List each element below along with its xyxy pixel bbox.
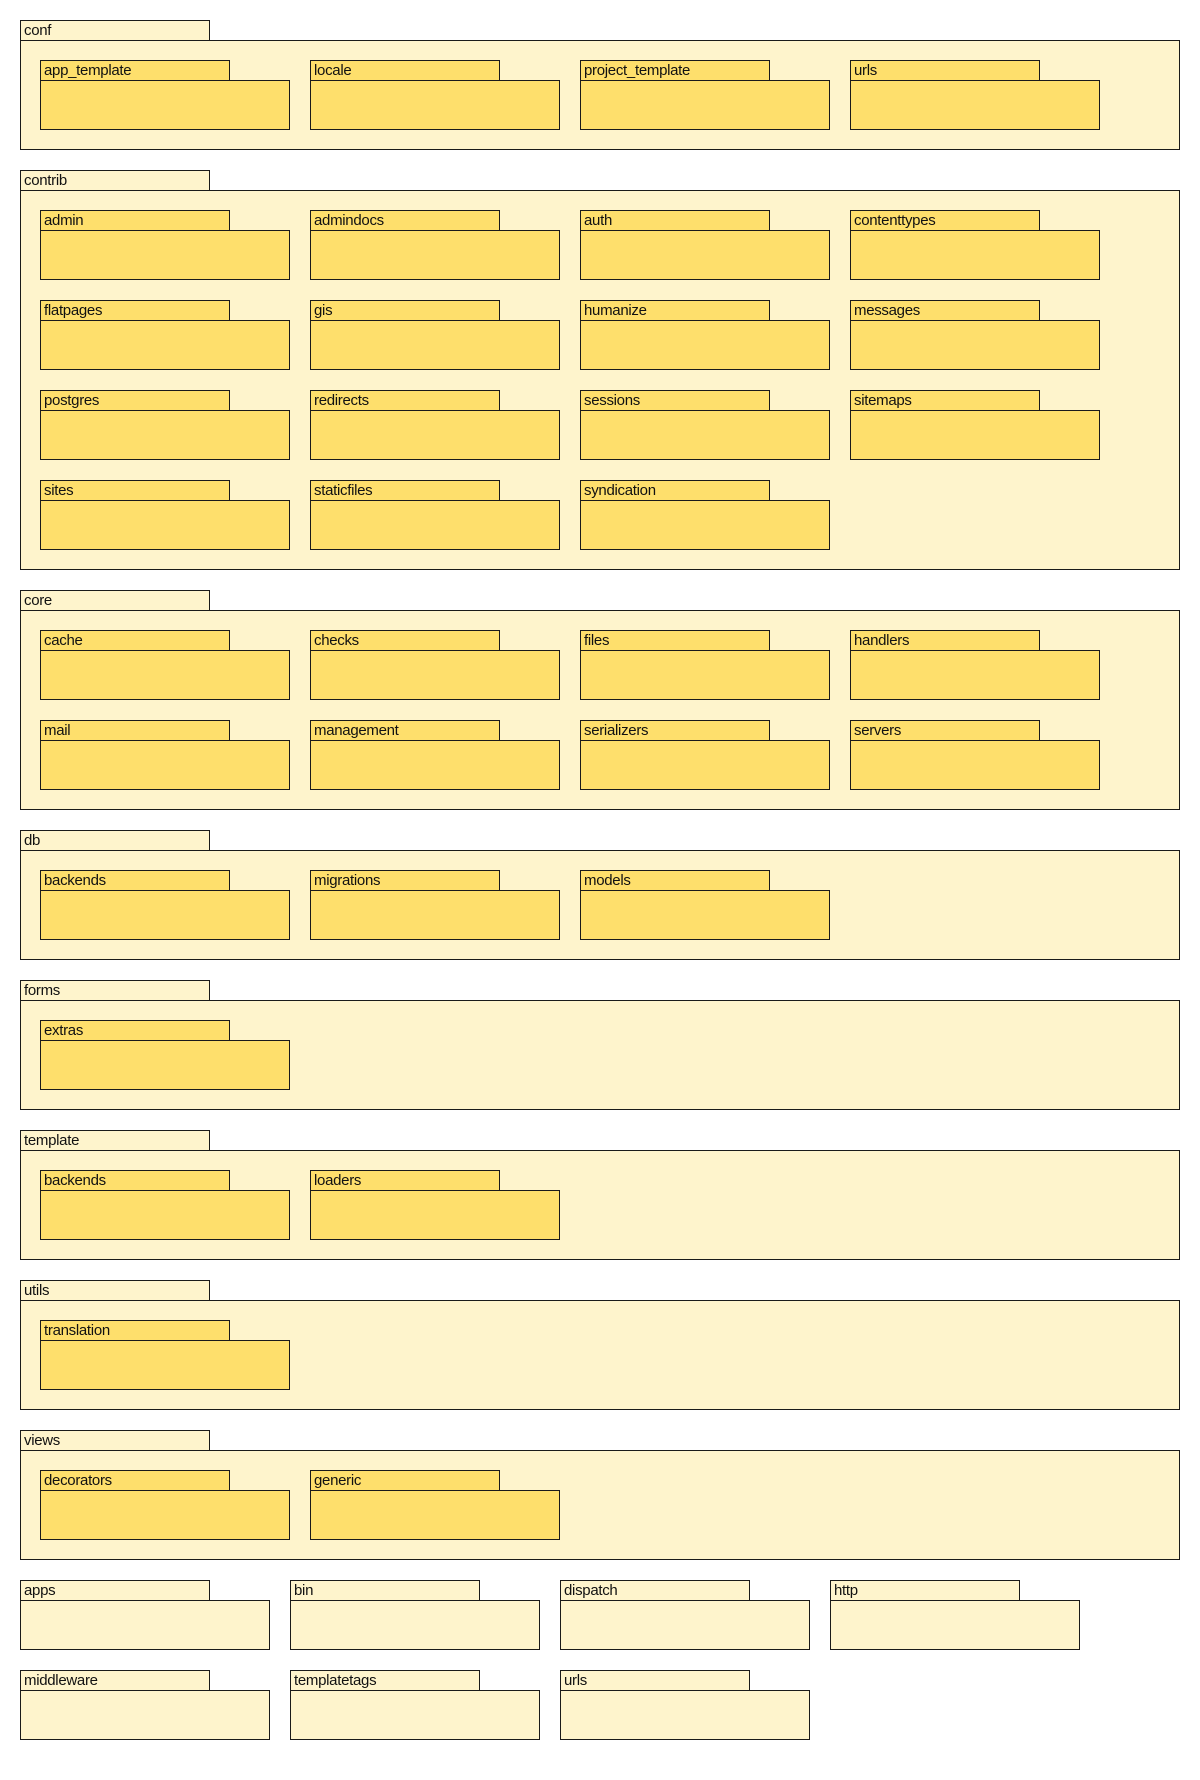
package-body: [40, 650, 290, 700]
package-label: servers: [850, 720, 1040, 740]
package-body: [310, 1490, 560, 1540]
package-body: [580, 500, 830, 550]
package-body: [310, 410, 560, 460]
package-label: db: [20, 830, 210, 850]
package-label: syndication: [580, 480, 770, 500]
package-body: [20, 1600, 270, 1650]
package-label: core: [20, 590, 210, 610]
package-body: [40, 1340, 290, 1390]
package-body: [290, 1690, 540, 1740]
package-label: models: [580, 870, 770, 890]
package-body: [310, 890, 560, 940]
package-label: postgres: [40, 390, 230, 410]
package-label: utils: [20, 1280, 210, 1300]
package-body: [310, 230, 560, 280]
package-label: project_template: [580, 60, 770, 80]
package-label: templatetags: [290, 1670, 480, 1690]
package-label: sites: [40, 480, 230, 500]
package-label: contenttypes: [850, 210, 1040, 230]
package-label: translation: [40, 1320, 230, 1340]
package-body: [580, 410, 830, 460]
package-label: admin: [40, 210, 230, 230]
package-label: migrations: [310, 870, 500, 890]
package-label: dispatch: [560, 1580, 750, 1600]
package-body: [290, 1600, 540, 1650]
package-body: [580, 650, 830, 700]
package-label: urls: [560, 1670, 750, 1690]
package-label: extras: [40, 1020, 230, 1040]
package-body: [580, 890, 830, 940]
package-body: [40, 1040, 290, 1090]
package-label: management: [310, 720, 500, 740]
package-label: sitemaps: [850, 390, 1040, 410]
package-body: [850, 650, 1100, 700]
package-body: [850, 740, 1100, 790]
package-body: [850, 230, 1100, 280]
package-label: messages: [850, 300, 1040, 320]
package-label: app_template: [40, 60, 230, 80]
package-label: flatpages: [40, 300, 230, 320]
package-body: [850, 80, 1100, 130]
package-body: [40, 1490, 290, 1540]
package-label: cache: [40, 630, 230, 650]
package-body: [40, 890, 290, 940]
package-label: admindocs: [310, 210, 500, 230]
package-body: [850, 410, 1100, 460]
package-body: [310, 1190, 560, 1240]
package-label: redirects: [310, 390, 500, 410]
package-body: [580, 740, 830, 790]
package-label: humanize: [580, 300, 770, 320]
package-body: [40, 230, 290, 280]
package-label: loaders: [310, 1170, 500, 1190]
package-label: forms: [20, 980, 210, 1000]
package-label: locale: [310, 60, 500, 80]
package-body: [40, 740, 290, 790]
package-label: middleware: [20, 1670, 210, 1690]
package-label: sessions: [580, 390, 770, 410]
package-label: http: [830, 1580, 1020, 1600]
package-label: checks: [310, 630, 500, 650]
package-label: handlers: [850, 630, 1040, 650]
package-label: decorators: [40, 1470, 230, 1490]
package-body: [830, 1600, 1080, 1650]
package-body: [310, 500, 560, 550]
package-label: backends: [40, 1170, 230, 1190]
package-label: mail: [40, 720, 230, 740]
package-body: [40, 410, 290, 460]
package-label: auth: [580, 210, 770, 230]
package-label: gis: [310, 300, 500, 320]
package-body: [20, 1690, 270, 1740]
package-label: contrib: [20, 170, 210, 190]
package-label: staticfiles: [310, 480, 500, 500]
package-label: urls: [850, 60, 1040, 80]
package-body: [580, 230, 830, 280]
package-label: conf: [20, 20, 210, 40]
package-body: [40, 320, 290, 370]
package-body: [310, 320, 560, 370]
package-label: files: [580, 630, 770, 650]
package-label: apps: [20, 1580, 210, 1600]
package-label: views: [20, 1430, 210, 1450]
package-label: bin: [290, 1580, 480, 1600]
package-body: [310, 740, 560, 790]
package-body: [850, 320, 1100, 370]
package-label: backends: [40, 870, 230, 890]
package-body: [40, 500, 290, 550]
package-label: template: [20, 1130, 210, 1150]
package-body: [560, 1690, 810, 1740]
package-body: [580, 80, 830, 130]
package-body: [560, 1600, 810, 1650]
package-body: [310, 650, 560, 700]
package-label: generic: [310, 1470, 500, 1490]
package-body: [40, 80, 290, 130]
package-body: [580, 320, 830, 370]
package-body: [40, 1190, 290, 1240]
package-body: [310, 80, 560, 130]
package-label: serializers: [580, 720, 770, 740]
